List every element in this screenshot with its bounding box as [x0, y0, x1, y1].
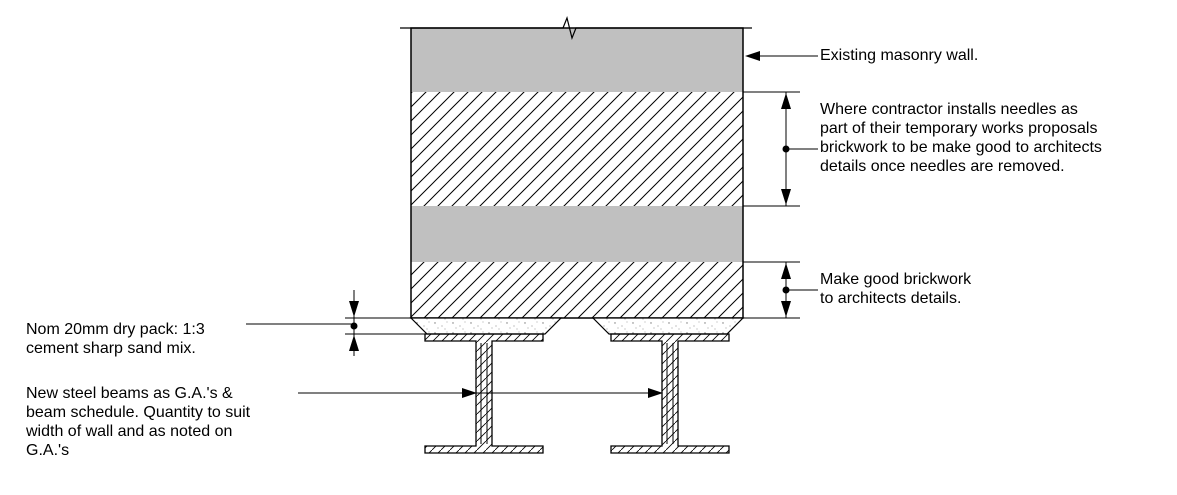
note-line: to architects details. [820, 290, 962, 307]
note-line: New steel beams as G.A.'s & [26, 385, 233, 402]
note-line: G.A.'s [26, 442, 70, 459]
masonry-band-middle [411, 206, 743, 262]
note-make-good: Make good brickwork to architects detail… [820, 270, 971, 308]
note-line: width of wall and as noted on [26, 423, 233, 440]
leader-steel-beams [298, 388, 663, 398]
note-line: details once needles are removed. [820, 158, 1065, 175]
note-existing-wall: Existing masonry wall. [820, 46, 978, 65]
note-line: Nom 20mm dry pack: 1:3 [26, 321, 205, 338]
dimension-dry-pack [246, 290, 425, 356]
dimension-make-good [743, 261, 818, 319]
note-line: brickwork to be make good to architects [820, 139, 1102, 156]
break-line [400, 16, 752, 40]
steel-beam-right [610, 333, 730, 454]
hatched-brickwork-make-good [411, 262, 743, 318]
note-line: part of their temporary works proposals [820, 120, 1098, 137]
masonry-band-top [411, 28, 743, 92]
dimension-needles [743, 91, 818, 207]
leader-existing-wall [745, 51, 818, 61]
note-line: cement sharp sand mix. [26, 340, 196, 357]
note-line: Where contractor installs needles as [820, 101, 1078, 118]
note-line: Make good brickwork [820, 271, 972, 288]
note-needles: Where contractor installs needles as par… [820, 100, 1177, 176]
note-line: beam schedule. Quantity to suit [26, 404, 251, 421]
note-dry-pack: Nom 20mm dry pack: 1:3 cement sharp sand… [26, 320, 205, 358]
dry-pack-right [591, 317, 745, 335]
note-steel-beams: New steel beams as G.A.'s & beam schedul… [26, 384, 250, 460]
note-line: Existing masonry wall. [820, 47, 979, 64]
hatched-brickwork-needles [411, 92, 743, 206]
dry-pack-left [409, 317, 563, 335]
